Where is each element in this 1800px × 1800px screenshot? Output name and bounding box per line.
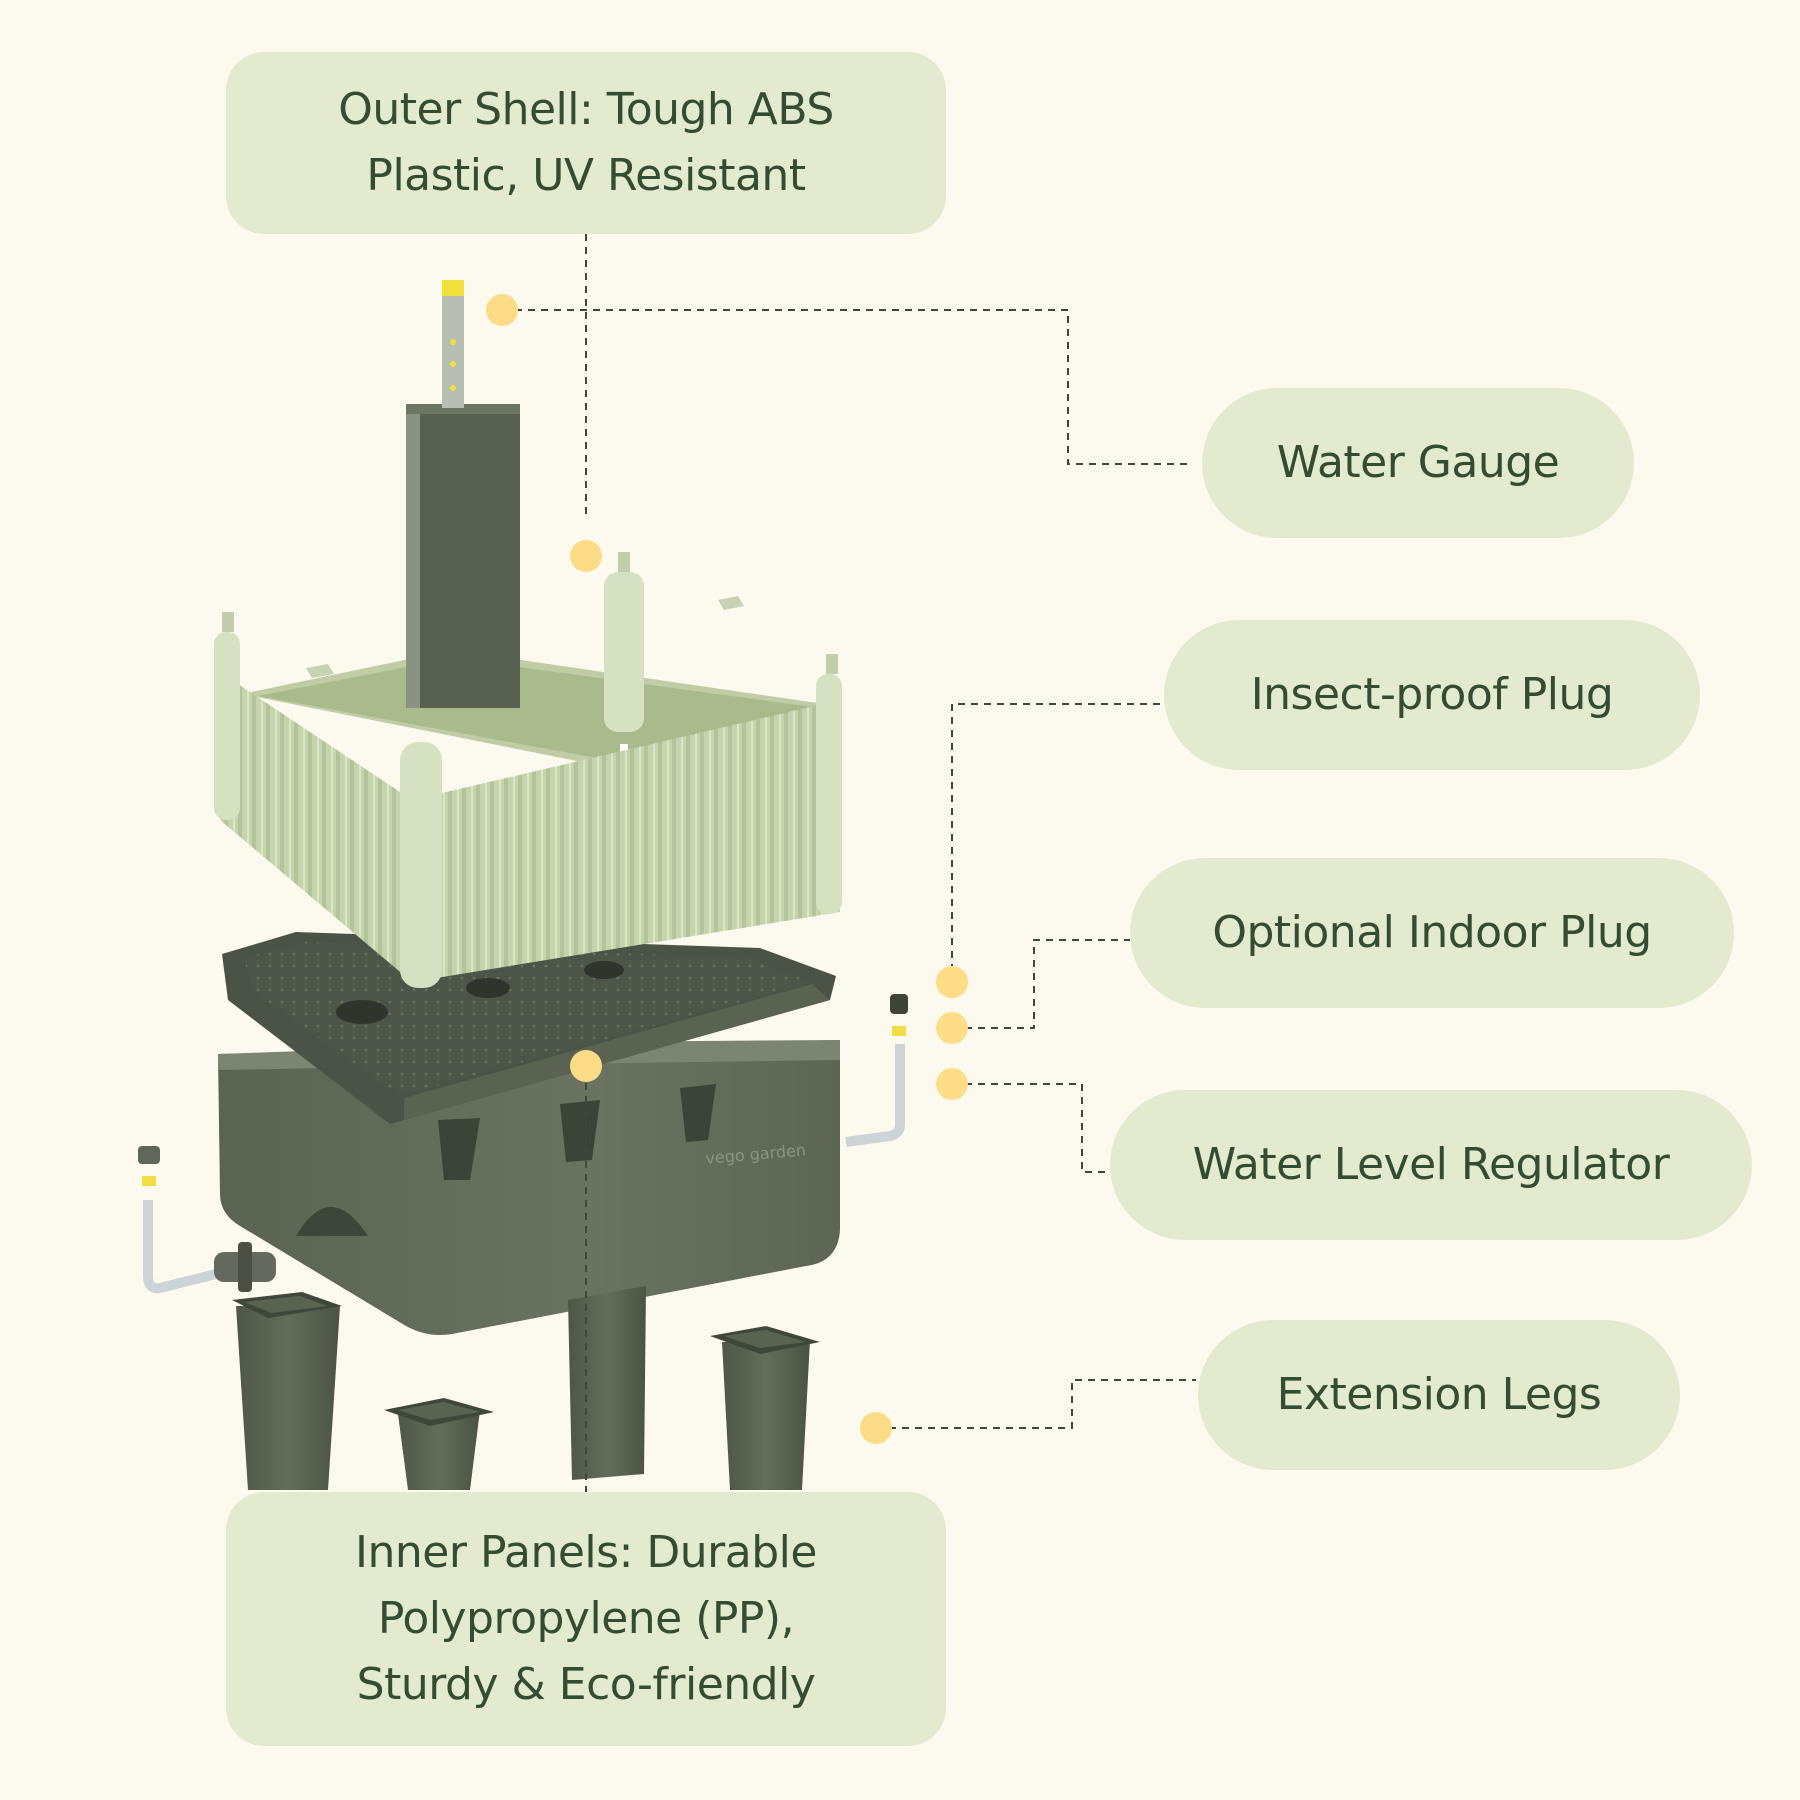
inner-tray xyxy=(222,932,836,1180)
marker-regulator xyxy=(936,1068,968,1100)
outer-shell xyxy=(214,552,842,988)
callout-regulator: Water Level Regulator xyxy=(1110,1090,1752,1240)
marker-legs xyxy=(860,1412,892,1444)
callout-legs-text: Extension Legs xyxy=(1276,1369,1602,1420)
marker-inner-panels xyxy=(570,1050,602,1082)
callout-inner-panels-text: Inner Panels: Durable Polypropylene (PP)… xyxy=(355,1527,817,1710)
leader-legs xyxy=(876,1379,1196,1429)
callout-inner-panels: Inner Panels: Durable Polypropylene (PP)… xyxy=(226,1492,946,1746)
callout-water-gauge-text: Water Gauge xyxy=(1276,437,1560,488)
leader-regulator xyxy=(952,1083,1110,1173)
callout-indoor-plug: Optional Indoor Plug xyxy=(1130,858,1734,1008)
leader-insect-plug xyxy=(951,703,1160,966)
callout-legs: Extension Legs xyxy=(1198,1320,1680,1470)
callout-outer-shell-text: Outer Shell: Tough ABS Plastic, UV Resis… xyxy=(338,84,834,201)
marker-water-gauge xyxy=(486,294,518,326)
callout-water-gauge: Water Gauge xyxy=(1202,388,1634,538)
callout-insect-plug-text: Insect-proof Plug xyxy=(1250,669,1614,720)
callout-indoor-plug-text: Optional Indoor Plug xyxy=(1212,907,1652,958)
callout-outer-shell: Outer Shell: Tough ABS Plastic, UV Resis… xyxy=(226,52,946,234)
leader-water-gauge xyxy=(502,309,1192,465)
marker-insect-plug xyxy=(936,966,968,998)
extension-leg-front xyxy=(384,1398,494,1490)
water-gauge xyxy=(406,280,520,708)
leader-indoor-plug xyxy=(952,939,1130,1029)
extension-leg-left xyxy=(232,1292,342,1490)
marker-indoor-plug xyxy=(936,1012,968,1044)
water-level-regulator-left xyxy=(138,1146,276,1294)
callout-regulator-text: Water Level Regulator xyxy=(1192,1139,1670,1190)
water-level-regulator-right xyxy=(845,994,908,1147)
extension-leg-right xyxy=(710,1326,820,1490)
callout-insect-plug: Insect-proof Plug xyxy=(1164,620,1700,770)
marker-outer-shell xyxy=(570,540,602,572)
